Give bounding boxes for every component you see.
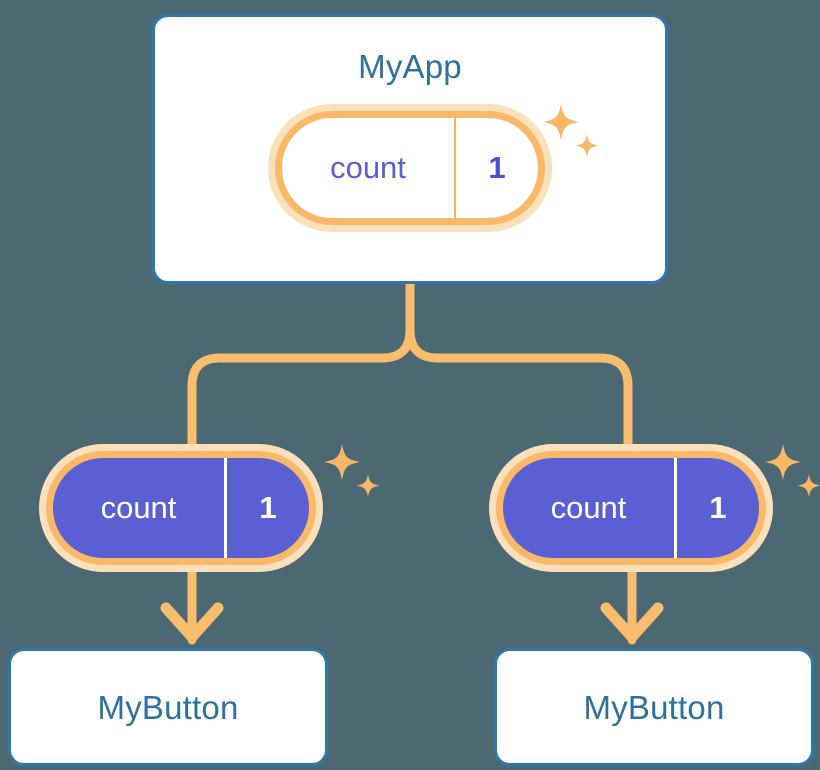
component-title-myapp: MyApp xyxy=(358,48,462,85)
sparkle-four-point-small-icon xyxy=(797,474,820,498)
component-title-mybutton-left: MyButton xyxy=(97,689,239,726)
sparkles-left xyxy=(324,444,380,498)
sparkle-four-point-large-icon xyxy=(324,444,360,480)
signal-pill-right[interactable]: count 1 xyxy=(496,451,766,565)
arrow-head-right-icon xyxy=(600,602,664,643)
connector-root-to-left xyxy=(187,279,415,457)
signal-name: count xyxy=(282,118,456,218)
component-title-mybutton-right: MyButton xyxy=(583,689,725,726)
signal-value: 1 xyxy=(488,150,506,185)
arrow-head-left-icon xyxy=(160,602,224,643)
component-card-mybutton-right[interactable]: MyButton xyxy=(494,648,814,766)
signal-name: count xyxy=(503,458,677,558)
sparkle-four-point-large-icon xyxy=(765,444,801,480)
sparkle-four-point-small-icon xyxy=(356,474,380,498)
signal-value: 1 xyxy=(709,490,727,525)
signal-pill-root[interactable]: count 1 xyxy=(275,111,545,225)
signal-name: count xyxy=(53,458,227,558)
signal-value: 1 xyxy=(259,490,277,525)
component-card-mybutton-left[interactable]: MyButton xyxy=(8,648,328,766)
sparkles-right xyxy=(765,444,820,498)
connector-root-to-right xyxy=(405,279,633,457)
signal-pill-left[interactable]: count 1 xyxy=(46,451,316,565)
